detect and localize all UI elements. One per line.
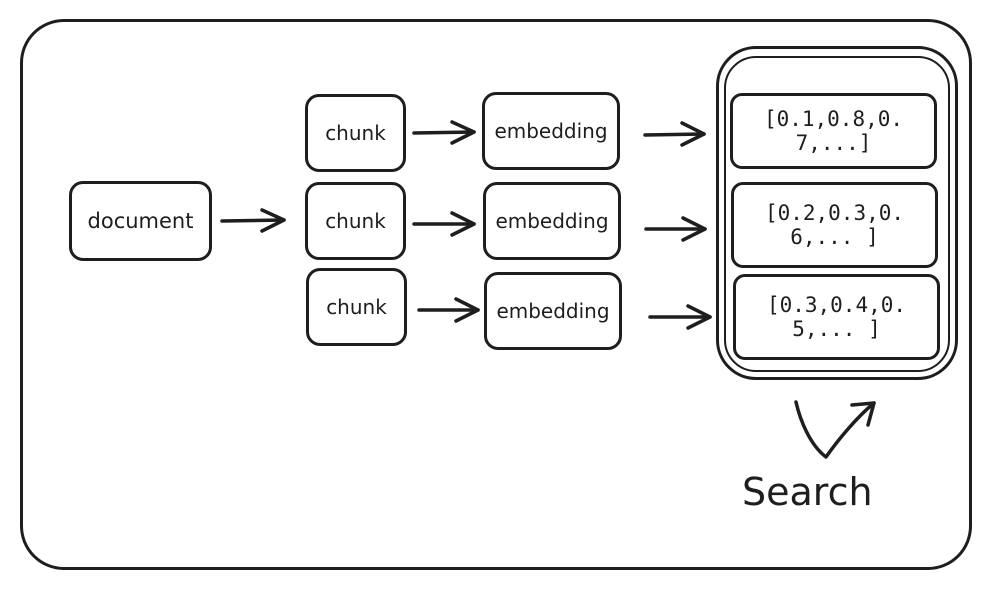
search-label: Search (742, 470, 873, 514)
search-arrowhead (850, 401, 876, 427)
document-label: document (87, 208, 194, 233)
chunk-label: chunk (326, 294, 387, 319)
vector-store-inner-outline (724, 56, 950, 372)
chunk-node-1: chunk (305, 94, 406, 172)
embedding-node-3: embedding (484, 272, 622, 350)
vector-label: [0.2,0.3,0.6,... ] (764, 200, 905, 249)
arrowhead-chunk-to-embedding-1 (450, 120, 476, 145)
document-node: document (69, 181, 212, 261)
arrow-chunk-to-embedding-1 (412, 130, 476, 135)
vector-node-3: [0.3,0.4,0.5,... ] (733, 274, 940, 360)
arrowhead-document-to-chunk (260, 208, 286, 233)
arrowhead-embedding-to-vector-2 (681, 216, 707, 242)
vector-label: [0.3,0.4,0.5,... ] (766, 292, 907, 341)
search-arrow (794, 400, 876, 459)
chunk-node-2: chunk (305, 182, 406, 260)
arrow-embedding-to-vector-1 (643, 132, 706, 137)
diagram-frame (20, 19, 972, 570)
arrow-document-to-chunk (220, 218, 286, 223)
chunk-label: chunk (325, 208, 386, 233)
embedding-label: embedding (495, 208, 609, 233)
embedding-label: embedding (496, 298, 610, 323)
arrowhead-embedding-to-vector-1 (680, 121, 706, 147)
vector-label: [0.1,0.8,0.7,...] (763, 106, 904, 155)
embedding-label: embedding (494, 118, 608, 143)
chunk-node-3: chunk (306, 268, 407, 346)
vector-node-1: [0.1,0.8,0.7,...] (730, 93, 937, 169)
arrowhead-chunk-to-embedding-2 (450, 211, 476, 237)
embedding-node-1: embedding (482, 92, 620, 170)
arrowhead-chunk-to-embedding-3 (454, 297, 480, 323)
chunk-label: chunk (325, 120, 386, 145)
embedding-node-2: embedding (483, 182, 621, 260)
vector-store (716, 46, 958, 380)
arrowhead-embedding-to-vector-3 (686, 304, 712, 330)
vector-node-2: [0.2,0.3,0.6,... ] (731, 182, 938, 268)
